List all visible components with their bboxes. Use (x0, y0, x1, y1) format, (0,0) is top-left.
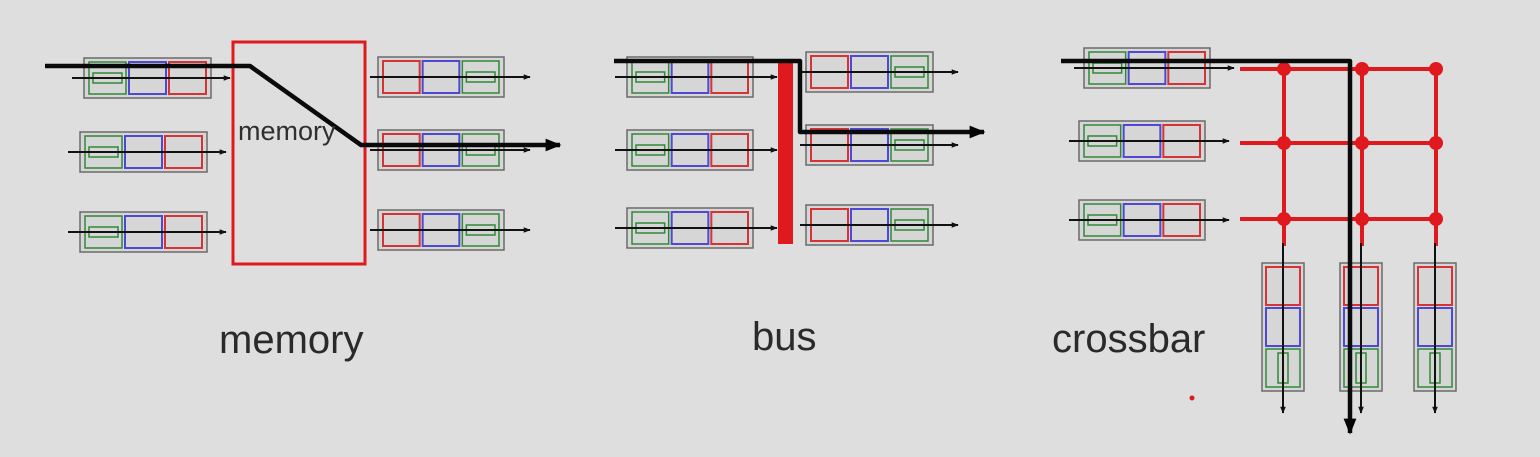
crossbar-output-port-3 (1413, 243, 1457, 414)
memory-packet-path (45, 63, 562, 152)
crosspoint-2-3 (1429, 136, 1443, 150)
crosspoint-3-3 (1429, 212, 1443, 226)
bus-output-port-3 (800, 204, 959, 246)
caption-bus: bus (752, 315, 817, 359)
stray-dot (1189, 395, 1195, 401)
crosspoint-1-1 (1277, 62, 1291, 76)
caption-crossbar: crossbar (1052, 317, 1206, 361)
paths-layer (45, 58, 1357, 435)
bus-input-port-2 (615, 129, 778, 171)
bus-line (778, 60, 793, 244)
crossbar-output-port-2 (1339, 243, 1383, 414)
bus-output-port-1 (800, 51, 959, 93)
crossbar-output-port-1 (1261, 243, 1305, 414)
crossbar-input-port-3 (1069, 199, 1230, 241)
memory-input-port-3 (68, 211, 227, 253)
bus-input-port-3 (615, 207, 778, 249)
bus-packet-path (614, 58, 986, 139)
memory-output-port-3 (370, 209, 531, 251)
crosspoint-1-2 (1355, 62, 1369, 76)
ports-layer (68, 47, 1457, 414)
memory-box-label: memory (238, 116, 336, 146)
memory-box (231, 40, 367, 266)
crosspoint-1-3 (1429, 62, 1443, 76)
caption-memory: memory (219, 318, 364, 362)
crossbar-packet-path (1061, 58, 1357, 435)
crossbar-input-port-2 (1069, 120, 1230, 162)
memory-input-port-2 (68, 131, 227, 173)
memory-output-port-1 (370, 56, 531, 98)
crosspoint-3-2 (1355, 212, 1369, 226)
fabric-layer (231, 40, 1443, 401)
crosspoint-2-2 (1355, 136, 1369, 150)
memory-output-port-2 (370, 129, 531, 171)
crossbar-input-port-1 (1074, 47, 1235, 89)
crosspoint-2-1 (1277, 136, 1291, 150)
crosspoint-3-1 (1277, 212, 1291, 226)
